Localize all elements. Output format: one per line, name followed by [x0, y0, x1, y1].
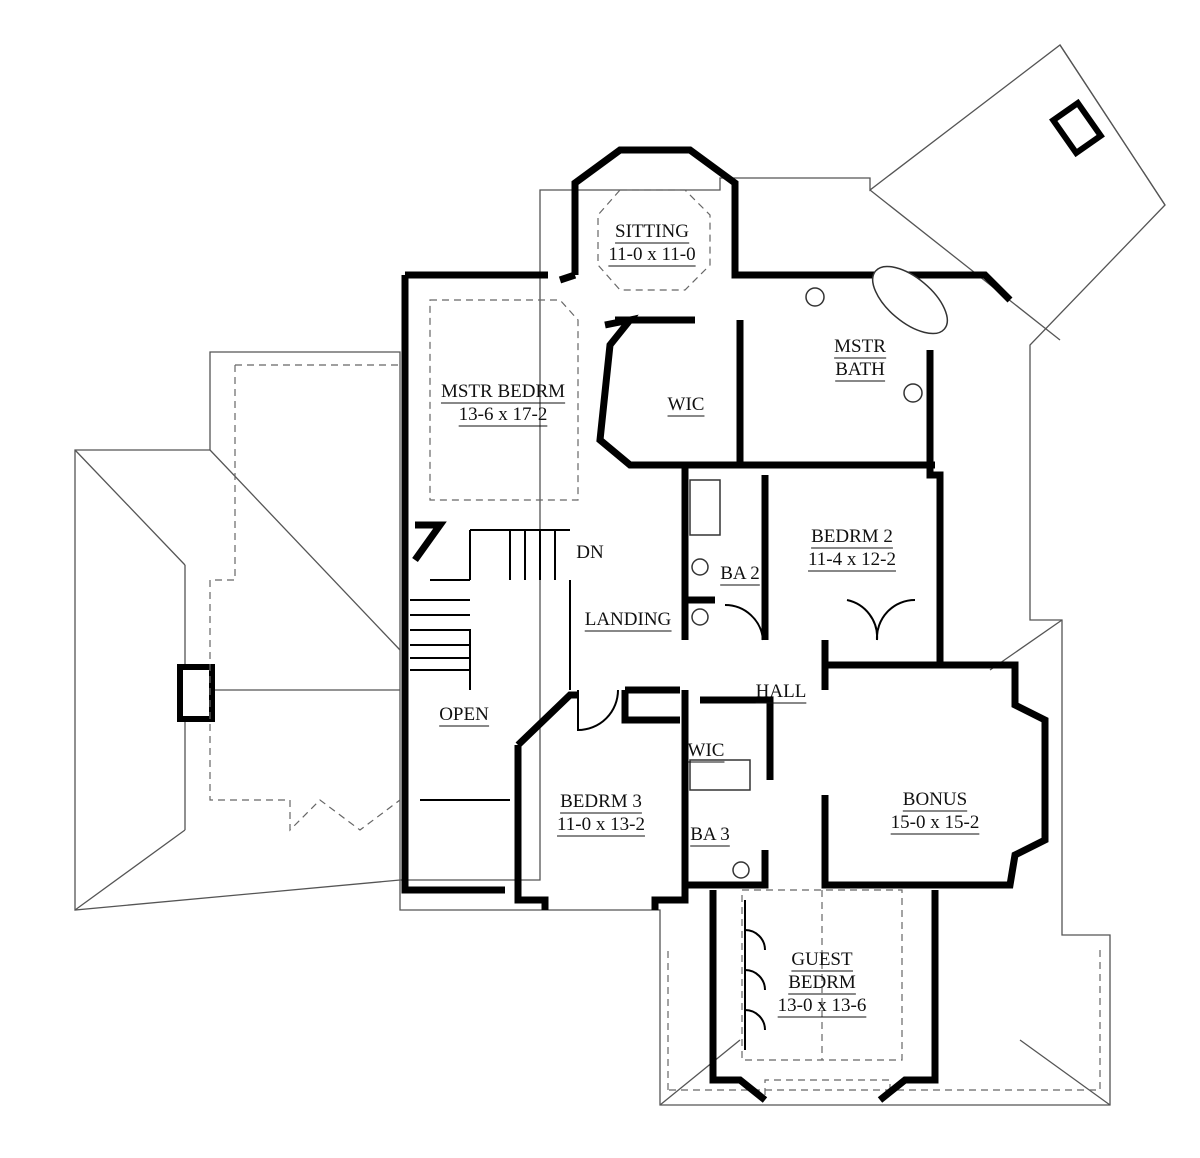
guest-bedrm-size: 13-0 x 13-6 — [778, 995, 867, 1016]
bedrm2-size: 11-4 x 12-2 — [808, 549, 896, 570]
hall-label: HALL — [756, 681, 807, 702]
roof-lines — [74, 44, 1166, 1106]
guest-bedrm-label-1: GUEST — [791, 949, 853, 970]
guest-bedrm-label-2: BEDRM — [788, 972, 856, 993]
mstr-bath-label-2: BATH — [835, 359, 885, 380]
mstr-bedrm-size: 13-6 x 17-2 — [459, 404, 548, 425]
wic-bedrm3-label: WIC — [688, 740, 725, 761]
wic-master-label: WIC — [668, 394, 705, 415]
sitting-size: 11-0 x 11-0 — [608, 244, 695, 265]
bonus-label: BONUS — [903, 789, 967, 810]
dashed-outlines — [429, 189, 903, 1061]
mstr-bath-label-1: MSTR — [834, 336, 886, 357]
room-labels: SITTING 11-0 x 11-0 MSTR BEDRM 13-6 x 17… — [439, 221, 980, 1018]
fixtures — [410, 265, 949, 1050]
walls — [401, 146, 1049, 1103]
ba2-label: BA 2 — [720, 563, 760, 584]
ba3-label: BA 3 — [690, 824, 730, 845]
bedrm3-label: BEDRM 3 — [560, 791, 642, 812]
open-label: OPEN — [439, 704, 489, 725]
bonus-size: 15-0 x 15-2 — [891, 812, 980, 833]
landing-label: LANDING — [585, 609, 672, 630]
bedrm2-label: BEDRM 2 — [811, 526, 893, 547]
sitting-label: SITTING — [615, 221, 689, 242]
dn-label: DN — [576, 542, 604, 563]
mstr-bedrm-label: MSTR BEDRM — [441, 381, 565, 402]
bedrm3-size: 11-0 x 13-2 — [557, 814, 645, 835]
